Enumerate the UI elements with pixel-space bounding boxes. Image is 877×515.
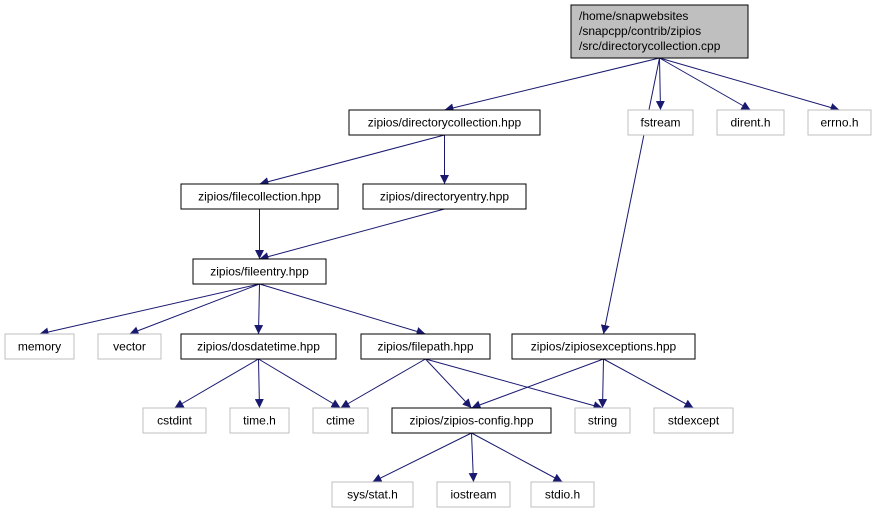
- node-box: [362, 183, 527, 210]
- node-box: [627, 109, 694, 136]
- node-label: zipios/filepath.hpp: [377, 340, 473, 354]
- node-box: [570, 4, 749, 59]
- edges: [39, 57, 840, 483]
- node-label: time.h: [243, 414, 276, 428]
- node-box: [511, 333, 696, 360]
- node-box: [97, 333, 162, 360]
- node-box: [312, 407, 369, 434]
- nodes: /home/snapwebsites/snapcpp/contrib/zipio…: [4, 4, 872, 508]
- edge-filepath-to-zipcfg: [425, 358, 472, 409]
- node-root[interactable]: /home/snapwebsites/snapcpp/contrib/zipio…: [570, 4, 749, 59]
- edge-dosdt-to-ctime: [258, 358, 341, 409]
- edge-filepath-to-ctime: [340, 358, 426, 409]
- node-string[interactable]: string: [574, 407, 631, 434]
- node-label: iostream: [450, 488, 496, 502]
- edge-root-to-errno: [659, 57, 840, 112]
- node-label: /src/directorycollection.cpp: [579, 39, 721, 53]
- node-dosdt[interactable]: zipios/dosdatetime.hpp: [180, 333, 337, 360]
- node-label: errno.h: [820, 116, 858, 130]
- node-timeh[interactable]: time.h: [229, 407, 290, 434]
- node-ctime[interactable]: ctime: [312, 407, 369, 434]
- node-box: [180, 333, 337, 360]
- node-box: [716, 109, 785, 136]
- node-label: zipios/zipiosexceptions.hpp: [531, 340, 677, 354]
- edge-dosdt-to-timeh: [254, 358, 264, 409]
- node-label: vector: [113, 340, 146, 354]
- edge-dosdt-to-cstdint: [174, 358, 259, 409]
- node-box: [653, 407, 734, 434]
- edge-zipcfg-to-stdioh: [471, 432, 563, 483]
- node-fileentry[interactable]: zipios/fileentry.hpp: [192, 258, 327, 285]
- node-vector[interactable]: vector: [97, 333, 162, 360]
- node-stdioh[interactable]: stdio.h: [530, 481, 595, 508]
- node-box: [807, 109, 872, 136]
- node-direntry[interactable]: zipios/directoryentry.hpp: [362, 183, 527, 210]
- node-box: [360, 333, 491, 360]
- node-label: /snapcpp/contrib/zipios: [579, 24, 701, 38]
- node-stdexcept[interactable]: stdexcept: [653, 407, 734, 434]
- node-label: sys/stat.h: [347, 488, 398, 502]
- node-memory[interactable]: memory: [4, 333, 75, 360]
- node-label: fstream: [640, 116, 680, 130]
- node-label: ctime: [326, 414, 355, 428]
- node-iostream[interactable]: iostream: [436, 481, 511, 508]
- node-box: [192, 258, 327, 285]
- node-label: zipios/filecollection.hpp: [198, 190, 321, 204]
- node-label: zipios/directoryentry.hpp: [380, 190, 509, 204]
- edge-zipexc-to-string: [598, 358, 608, 409]
- edge-root-to-dirent: [659, 57, 751, 111]
- edge-dircoll-to-filecoll: [259, 134, 445, 187]
- node-box: [180, 183, 339, 210]
- edge-filepath-to-string: [425, 358, 603, 410]
- node-label: stdio.h: [545, 488, 580, 502]
- edge-fileentry-to-memory: [39, 283, 260, 337]
- node-filepath[interactable]: zipios/filepath.hpp: [360, 333, 491, 360]
- node-box: [331, 481, 414, 508]
- edge-fileentry-to-vector: [129, 283, 260, 335]
- edge-fileentry-to-filepath: [259, 283, 426, 336]
- node-label: stdexcept: [668, 414, 720, 428]
- edge-zipexc-to-zipcfg: [471, 358, 604, 410]
- edge-fileentry-to-dosdt: [254, 283, 264, 335]
- node-errno[interactable]: errno.h: [807, 109, 872, 136]
- node-box: [348, 109, 541, 136]
- edge-zipcfg-to-iostream: [468, 432, 478, 483]
- node-label: zipios/fileentry.hpp: [210, 265, 309, 279]
- node-cstdint[interactable]: cstdint: [142, 407, 207, 434]
- edge-zipcfg-to-sysstat: [372, 432, 472, 483]
- node-box: [4, 333, 75, 360]
- node-zipexc[interactable]: zipios/zipiosexceptions.hpp: [511, 333, 696, 360]
- edge-root-to-fstream: [655, 57, 665, 111]
- edge-root-to-zipexc: [600, 57, 660, 335]
- edge-direntry-to-fileentry: [259, 208, 445, 261]
- node-label: cstdint: [157, 414, 192, 428]
- node-label: zipios/dosdatetime.hpp: [197, 340, 320, 354]
- node-fstream[interactable]: fstream: [627, 109, 694, 136]
- node-label: memory: [18, 340, 61, 354]
- node-dirent[interactable]: dirent.h: [716, 109, 785, 136]
- node-box: [530, 481, 595, 508]
- edge-root-to-dircoll: [444, 57, 660, 113]
- node-label: string: [588, 414, 617, 428]
- node-dircoll[interactable]: zipios/directorycollection.hpp: [348, 109, 541, 136]
- node-box: [436, 481, 511, 508]
- node-box: [391, 407, 552, 434]
- edge-zipexc-to-stdexcept: [603, 358, 694, 409]
- node-sysstat[interactable]: sys/stat.h: [331, 481, 414, 508]
- node-label: zipios/zipios-config.hpp: [409, 414, 533, 428]
- node-filecoll[interactable]: zipios/filecollection.hpp: [180, 183, 339, 210]
- node-zipcfg[interactable]: zipios/zipios-config.hpp: [391, 407, 552, 434]
- node-label: /home/snapwebsites: [579, 9, 688, 23]
- node-box: [142, 407, 207, 434]
- node-box: [229, 407, 290, 434]
- node-label: dirent.h: [730, 116, 770, 130]
- node-label: zipios/directorycollection.hpp: [368, 116, 522, 130]
- node-box: [574, 407, 631, 434]
